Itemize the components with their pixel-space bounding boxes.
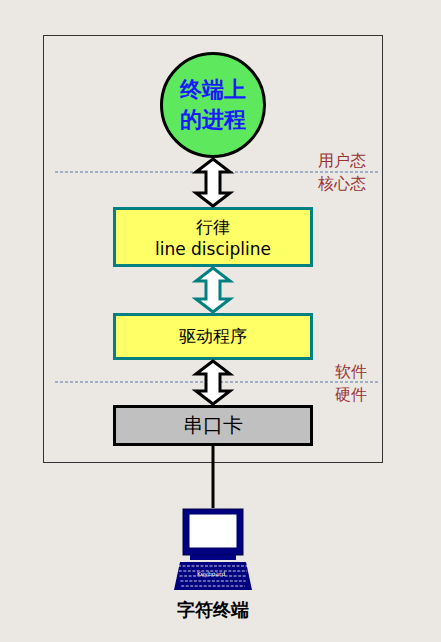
- node-text: 字符终端: [177, 598, 249, 622]
- line-discipline-box: 行律line discipline: [113, 207, 313, 267]
- double-arrow: [196, 361, 230, 404]
- terminal-illustration: [160, 508, 266, 594]
- char-terminal: 字符终端: [160, 508, 266, 620]
- mode-label: 核心态: [318, 174, 366, 195]
- mode-label: 用户态: [318, 151, 366, 172]
- terminal-drawing: [174, 509, 252, 590]
- node-text: 驱动程序: [179, 325, 247, 348]
- outer-frame: [44, 36, 383, 463]
- layer-label: 硬件: [335, 385, 367, 406]
- double-arrow: [196, 159, 230, 206]
- node-text: 行律: [196, 216, 230, 239]
- node-text: line discipline: [155, 239, 271, 259]
- node-text: 串口卡: [183, 412, 243, 439]
- circle-shape: [162, 54, 265, 157]
- layer-label: 软件: [335, 362, 367, 383]
- serial-card-box: 串口卡: [113, 405, 313, 446]
- keyboard-text: Keyboard: [197, 570, 225, 577]
- double-arrow: [196, 268, 230, 312]
- mode-divider: [55, 172, 378, 173]
- cable-line: [212, 446, 215, 508]
- circle-outline: [160, 52, 266, 158]
- hw-divider: [55, 382, 378, 383]
- node-text: 终端上 的进程: [171, 75, 255, 135]
- driver-box: 驱动程序: [113, 313, 313, 360]
- process-circle: 终端上 的进程: [160, 52, 266, 158]
